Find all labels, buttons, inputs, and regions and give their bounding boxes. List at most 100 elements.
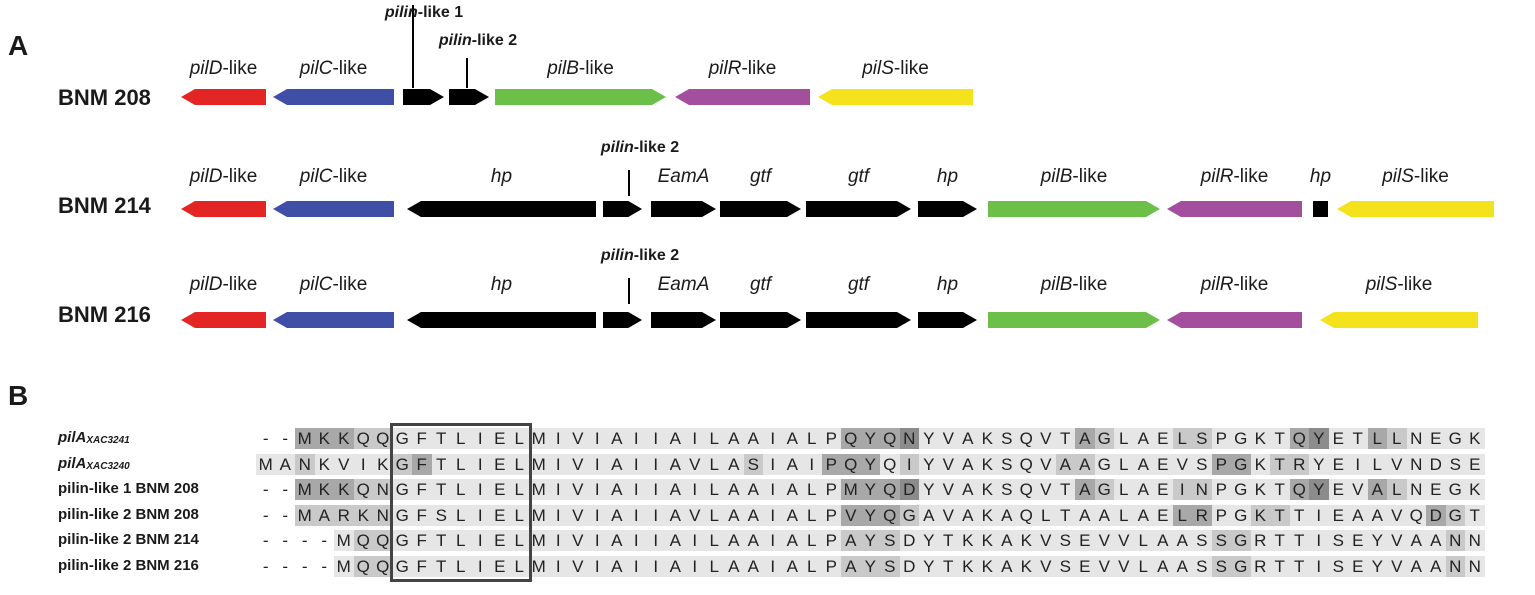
residue-cell: I xyxy=(587,530,607,551)
residue-cell: A xyxy=(743,504,763,526)
gene-arrow-pilc xyxy=(273,201,394,217)
residue-cell: Y xyxy=(919,555,939,577)
residue-cell: I xyxy=(353,453,373,475)
residue-cell: T xyxy=(1289,555,1309,577)
residue-cell: A xyxy=(1133,428,1153,449)
residue-cell: A xyxy=(743,428,763,449)
residue-cell: Y xyxy=(1309,479,1329,500)
gene-arrow-pilc xyxy=(273,312,394,328)
residue-cell: - xyxy=(295,530,315,551)
residue-cell: A xyxy=(665,479,685,500)
gene-arrow-pild xyxy=(181,89,266,105)
residue-cell: P xyxy=(821,504,841,526)
residue-cell: E xyxy=(490,428,510,449)
gene-label: hp xyxy=(936,274,959,295)
gene-marker-line xyxy=(412,5,414,88)
residue-cell: I xyxy=(646,428,666,449)
residue-cell: P xyxy=(1211,479,1231,500)
residue-cell: V xyxy=(1036,479,1056,500)
residue-cell: V xyxy=(568,504,588,526)
gene-arrow-gtf xyxy=(806,201,911,217)
residue-cell: I xyxy=(548,504,568,526)
residue-cell: I xyxy=(548,428,568,449)
residue-cell: A xyxy=(1075,453,1095,475)
residue-cell: I xyxy=(685,530,705,551)
residue-cell: I xyxy=(587,504,607,526)
residue-cell: A xyxy=(1094,504,1114,526)
residue-cell: Q xyxy=(1289,479,1309,500)
residue-cell: Q xyxy=(880,504,900,526)
residue-cell: E xyxy=(1426,479,1446,500)
residue-cell: G xyxy=(1445,479,1465,500)
residue-cell: I xyxy=(626,504,646,526)
residue-cell: A xyxy=(782,504,802,526)
residue-cell: M xyxy=(256,453,276,475)
gene-arrow-eama xyxy=(651,312,716,328)
residue-cell: V xyxy=(1036,428,1056,449)
sequence-label: pilin-like 2 BNM 216 xyxy=(58,556,199,574)
residue-cell: V xyxy=(1094,530,1114,551)
residue-cell: I xyxy=(802,453,822,475)
residue-cell: A xyxy=(958,428,978,449)
residue-cell: A xyxy=(1133,453,1153,475)
gene-label: pilD-like xyxy=(189,58,258,79)
residue-cell: K xyxy=(977,453,997,475)
residue-cell: V xyxy=(938,453,958,475)
residue-cell: V xyxy=(568,453,588,475)
gene-arrow-pilin xyxy=(403,89,444,105)
residue-cell: T xyxy=(1270,428,1290,449)
residue-cell: P xyxy=(1211,428,1231,449)
residue-cell: K xyxy=(958,555,978,577)
residue-cell: M xyxy=(529,428,549,449)
residue-cell: I xyxy=(587,555,607,577)
gene-label: pilD-like xyxy=(189,166,258,187)
residue-cell: I xyxy=(763,504,783,526)
residue-cell: L xyxy=(451,453,471,475)
gene-label: hp xyxy=(1309,166,1332,187)
residue-cell: A xyxy=(724,428,744,449)
residue-cell: N xyxy=(373,504,393,526)
residue-cell: V xyxy=(1387,530,1407,551)
gene-arrow-pilin xyxy=(603,312,642,328)
residue-cell: D xyxy=(899,555,919,577)
residue-cell: T xyxy=(431,530,451,551)
residue-cell: - xyxy=(256,428,276,449)
residue-cell: S xyxy=(1055,530,1075,551)
residue-cell: E xyxy=(490,453,510,475)
residue-cell: A xyxy=(607,453,627,475)
gene-label: pilR-like xyxy=(1200,274,1269,295)
gene-arrow-pild xyxy=(181,201,266,217)
residue-cell: S xyxy=(880,530,900,551)
residue-cell: - xyxy=(275,504,295,526)
residue-cell: N xyxy=(373,479,393,500)
residue-cell: A xyxy=(1348,504,1368,526)
residue-cell: D xyxy=(1426,504,1446,526)
residue-cell: E xyxy=(1426,428,1446,449)
panel-label-a: A xyxy=(8,30,29,61)
residue-cell: I xyxy=(470,479,490,500)
gene-arrow-pils xyxy=(818,89,973,105)
residue-cell: K xyxy=(373,453,393,475)
residue-cell: S xyxy=(997,479,1017,500)
residue-cell: G xyxy=(1231,479,1251,500)
residue-cell: A xyxy=(1426,530,1446,551)
gene-marker-line xyxy=(628,170,630,196)
residue-cell: P xyxy=(821,530,841,551)
residue-cell: A xyxy=(1153,555,1173,577)
residue-cell: V xyxy=(568,555,588,577)
residue-cell: K xyxy=(314,453,334,475)
gene-arrow-hp xyxy=(918,201,977,217)
residue-cell: S xyxy=(1445,453,1465,475)
residue-cell: A xyxy=(1075,479,1095,500)
residue-cell: Y xyxy=(919,479,939,500)
residue-cell: T xyxy=(1055,504,1075,526)
residue-cell: G xyxy=(392,504,412,526)
residue-cell: E xyxy=(1328,453,1348,475)
residue-cell: D xyxy=(1426,453,1446,475)
residue-cell: A xyxy=(607,428,627,449)
residue-cell: V xyxy=(1094,555,1114,577)
residue-cell: T xyxy=(938,530,958,551)
residue-cell: A xyxy=(275,453,295,475)
residue-cell: A xyxy=(743,530,763,551)
residue-cell: K xyxy=(334,428,354,449)
